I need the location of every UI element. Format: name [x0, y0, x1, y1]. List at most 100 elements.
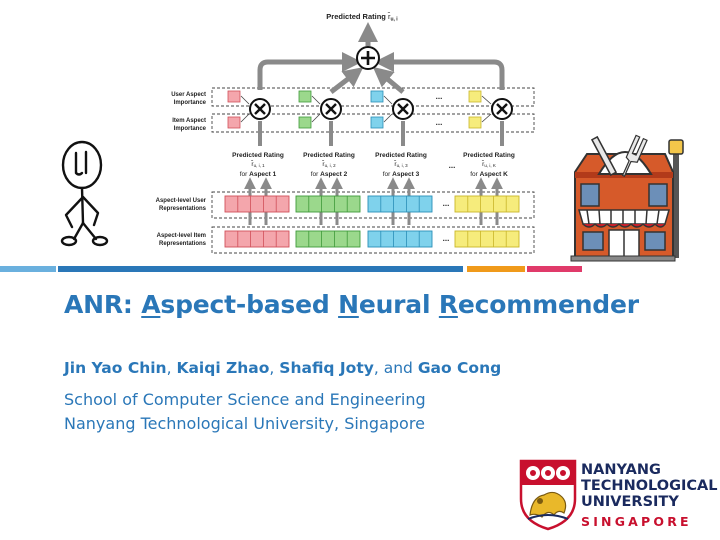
aspect-pred-symbol-2: r̂u, i, 2 — [321, 160, 336, 168]
user-repr-vector-2 — [295, 195, 361, 213]
author-separator-1: , — [269, 359, 280, 377]
item-repr-vector-2 — [295, 230, 361, 248]
title-part-1: A — [141, 290, 161, 319]
arrow-aspectK-to-sum — [374, 52, 505, 90]
aspect-pred-symbol-4: r̂u, i, K — [481, 160, 496, 168]
item-importance-square-4 — [468, 116, 482, 129]
row-label-item_repr-1: Aspect-level Item — [157, 233, 206, 239]
item-importance-square-3 — [370, 116, 384, 129]
user-importance-square-1 — [227, 90, 241, 103]
ellipsis-0: ... — [436, 92, 443, 101]
author-list: Jin Yao Chin, Kaiqi Zhao, Shafiq Joty, a… — [64, 359, 501, 377]
stick-figure-user — [60, 140, 109, 247]
multiply-x-icon-3 — [397, 103, 409, 115]
aspect-pred-subscript-1: u, i, 1 — [254, 163, 266, 168]
predicted-rating-label: Predicted Rating r̂u, i — [326, 12, 398, 23]
ntu-crest-logo — [519, 459, 577, 531]
divider-segment-1 — [58, 266, 463, 272]
sum-plus-icon — [361, 51, 375, 65]
row-label-user_importance-1: User Aspect — [171, 92, 206, 98]
item-importance-link-1 — [240, 113, 250, 123]
row-label-user_repr-2: Representations — [159, 206, 207, 212]
logo-line-3: UNIVERSITY — [581, 494, 679, 510]
author-name-1: Kaiqi Zhao — [176, 359, 270, 377]
logo-line-1: NANYANG — [581, 462, 661, 478]
affiliation-line-1: School of Computer Science and Engineeri… — [64, 390, 426, 409]
title-part-3: N — [338, 290, 359, 319]
aspect-pred-symbol-1: r̂u, i, 1 — [250, 160, 265, 168]
row-label-item_repr-2: Representations — [159, 241, 207, 247]
aspect-name-1: Aspect 1 — [249, 171, 276, 178]
aspect-pred-label-4: Predicted Rating — [463, 152, 515, 159]
title-part-0: ANR: — [64, 290, 142, 319]
title-part-6: ecommender — [457, 290, 639, 319]
user-importance-link-3 — [383, 95, 393, 105]
multiply-x-icon-1 — [254, 103, 266, 115]
item-importance-link-4 — [481, 113, 492, 123]
row-frame-2 — [211, 191, 535, 219]
user-importance-link-1 — [240, 95, 250, 105]
architecture-diagram: Predicted Rating r̂u, i User AspectImport… — [156, 12, 535, 254]
arrow-aspect1-to-sum — [257, 52, 362, 90]
aspect-pred-subscript-2: u, i, 2 — [325, 163, 337, 168]
item-importance-square-2 — [298, 116, 312, 129]
predicted-rating-subscript: u, i — [390, 17, 398, 23]
ellipsis-2: ... — [449, 161, 456, 170]
ellipsis-4: ... — [443, 234, 450, 243]
slide-title: ANR: Aspect-based Neural Recommender — [64, 290, 639, 319]
item-importance-link-3 — [383, 113, 393, 123]
title-part-5: R — [438, 290, 458, 319]
item-repr-vector-3 — [367, 230, 433, 248]
aspect-for-label-2: for Aspect 2 — [311, 171, 348, 178]
logo-line-2: TECHNOLOGICAL — [581, 478, 718, 494]
user-repr-vector-4 — [454, 195, 520, 213]
user-importance-square-3 — [370, 90, 384, 103]
multiply-x-icon-2 — [325, 103, 337, 115]
author-separator-0: , — [166, 359, 177, 377]
aspect-pred-label-1: Predicted Rating — [232, 152, 284, 159]
aspect-pred-subscript-4: u, i, K — [484, 163, 496, 168]
predicted-rating-symbol: r̂ — [387, 12, 391, 21]
restaurant-illustration — [570, 134, 684, 262]
user-importance-link-4 — [481, 95, 492, 105]
user-repr-vector-1 — [224, 195, 290, 213]
aspect-name-3: Aspect 3 — [392, 171, 419, 178]
ellipsis-1: ... — [436, 118, 443, 127]
arrow-aspect3-to-sum — [372, 66, 405, 94]
item-importance-link-2 — [311, 113, 321, 123]
row-frame-1 — [211, 113, 535, 133]
aspect-name-2: Aspect 2 — [320, 171, 347, 178]
multiply-x-icon-4 — [496, 103, 508, 115]
aspect-pred-label-2: Predicted Rating — [303, 152, 355, 159]
item-importance-square-1 — [227, 116, 241, 129]
aspect-pred-symbol-3: r̂u, i, 3 — [393, 160, 408, 168]
divider-segment-2 — [467, 266, 525, 272]
author-name-0: Jin Yao Chin — [64, 359, 167, 377]
title-part-2: spect-based — [160, 290, 339, 319]
item-repr-vector-4 — [454, 230, 520, 248]
aspect-for-label-1: for Aspect 1 — [240, 171, 277, 178]
user-importance-square-4 — [468, 90, 482, 103]
author-separator-2: , and — [373, 359, 418, 377]
row-label-item_importance-1: Item Aspect — [172, 118, 206, 124]
divider-segment-3 — [527, 266, 582, 272]
logo-country: SINGAPORE — [581, 514, 692, 529]
user-importance-square-2 — [298, 90, 312, 103]
author-name-2: Shafiq Joty — [279, 359, 374, 377]
aspect-for-label-4: for Aspect K — [470, 171, 508, 178]
ellipsis-3: ... — [443, 199, 450, 208]
row-label-item_importance-2: Importance — [174, 126, 207, 132]
row-frame-0 — [211, 87, 535, 107]
divider-segment-0 — [0, 266, 56, 272]
title-part-4: eural — [358, 290, 439, 319]
aspect-pred-subscript-3: u, i, 3 — [397, 163, 409, 168]
row-label-user_repr-1: Aspect-level User — [156, 198, 207, 204]
item-repr-vector-1 — [224, 230, 290, 248]
user-repr-vector-3 — [367, 195, 433, 213]
affiliation-line-2: Nanyang Technological University, Singap… — [64, 414, 425, 433]
user-importance-link-2 — [311, 95, 321, 105]
author-name-3: Gao Cong — [417, 359, 502, 377]
divider-bar — [0, 266, 582, 272]
row-label-user_importance-2: Importance — [174, 100, 207, 106]
